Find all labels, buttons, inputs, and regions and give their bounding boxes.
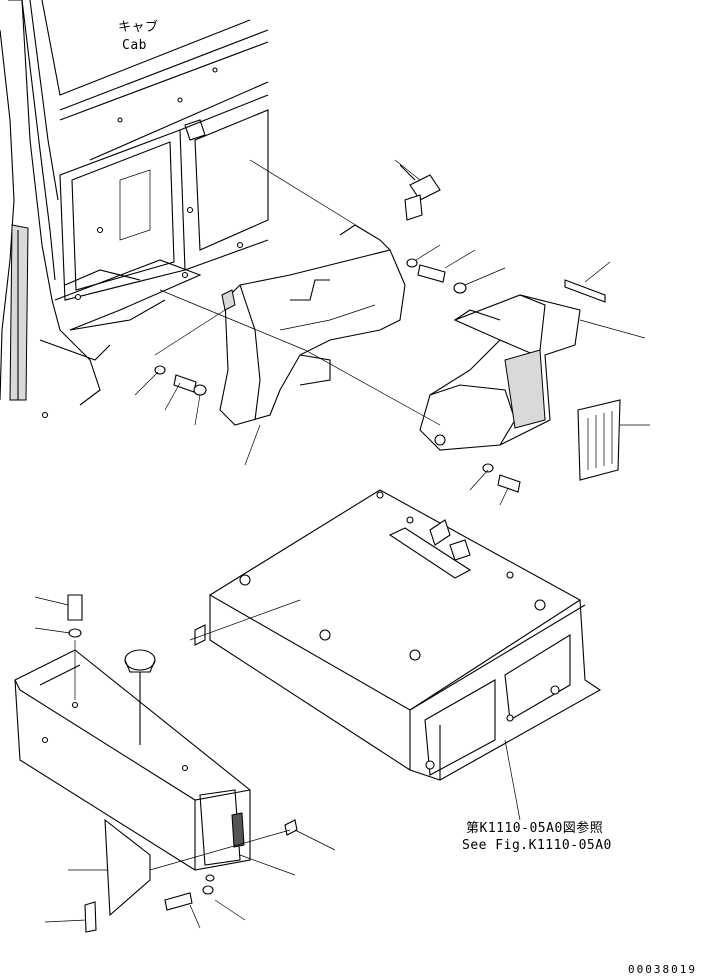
floor-frame [194,489,602,781]
foot-rest [577,399,621,481]
side-cover-panel [14,649,251,917]
cab-label-en: Cab [122,38,147,53]
washer [68,258,494,895]
cab-structure [0,0,269,419]
reference-label-jp: 第K1110-05A0図参照 [466,821,604,836]
leader-lines [34,159,650,929]
switch [399,164,441,221]
right-rear-cover [419,294,581,451]
reference-label-en: See Fig.K1110-05A0 [462,838,612,853]
clip [84,819,298,933]
grommet [124,649,156,745]
cab-label-jp: キャブ [118,20,159,35]
pad [564,279,606,303]
plug [193,282,467,396]
left-floor-cover [219,224,406,426]
drawing-number: 00038019 [628,963,697,976]
